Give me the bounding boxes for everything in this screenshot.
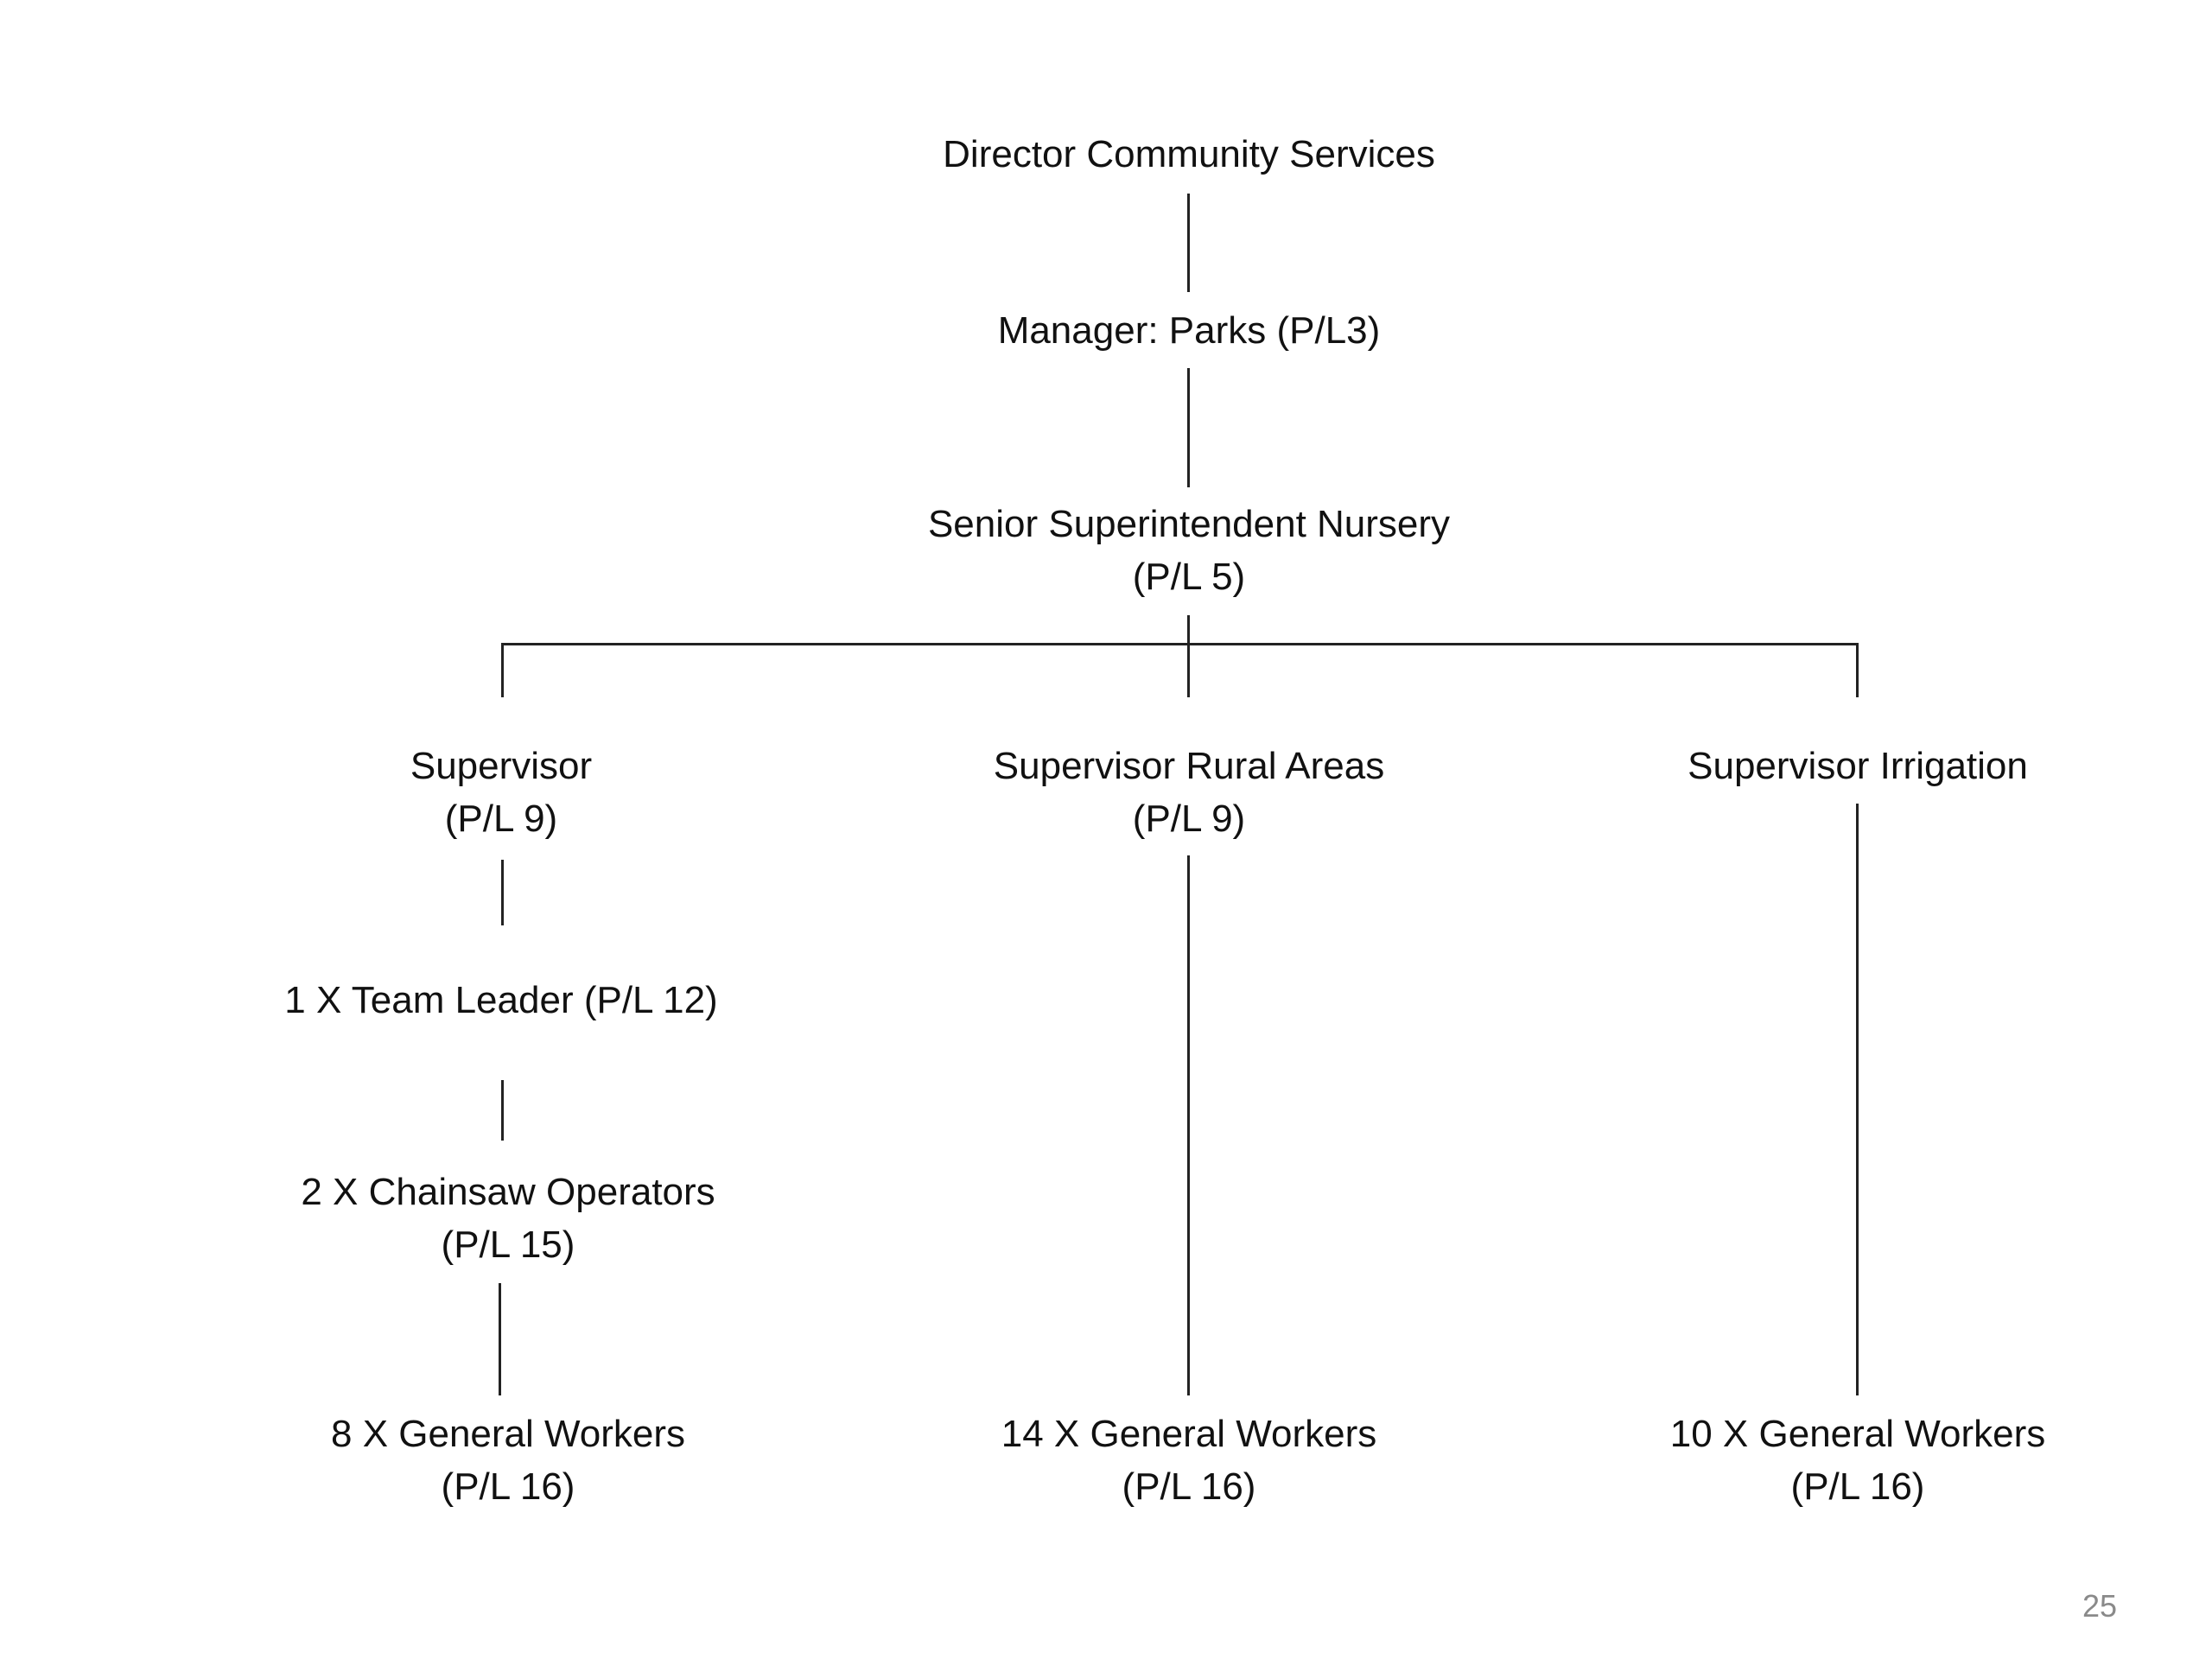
node-supervisor-level: (P/L 9) xyxy=(444,798,558,840)
node-senior-superintendent: Senior Superintendent Nursery (P/L 5) xyxy=(928,498,1450,603)
node-supervisor-rural-level: (P/L 9) xyxy=(1132,798,1246,840)
node-workers-center: 14 X General Workers (P/L 16) xyxy=(1001,1408,1376,1513)
node-supervisor-irrigation: Supervisor Irrigation xyxy=(1688,740,2028,792)
connector-director-manager xyxy=(1187,194,1190,292)
node-chainsaw-title: 2 X Chainsaw Operators xyxy=(301,1171,715,1213)
node-supervisor-title: Supervisor xyxy=(410,745,593,787)
node-manager-title: Manager: Parks (P/L3) xyxy=(997,309,1381,352)
node-workers-center-title: 14 X General Workers xyxy=(1001,1413,1377,1455)
node-workers-left-title: 8 X General Workers xyxy=(330,1413,686,1455)
node-workers-left-level: (P/L 16) xyxy=(441,1465,575,1508)
node-chainsaw-operators: 2 X Chainsaw Operators (P/L 15) xyxy=(301,1166,715,1271)
connector-rural-workers xyxy=(1187,855,1190,1395)
node-workers-left: 8 X General Workers (P/L 16) xyxy=(331,1408,685,1513)
node-team-leader-title: 1 X Team Leader (P/L 12) xyxy=(284,979,718,1021)
node-supervisor-irrigation-title: Supervisor Irrigation xyxy=(1688,745,2028,787)
connector-branch-horizontal xyxy=(501,643,1859,645)
node-director: Director Community Services xyxy=(943,128,1435,181)
node-workers-center-level: (P/L 16) xyxy=(1122,1465,1256,1508)
node-supervisor-rural-title: Supervisor Rural Areas xyxy=(993,745,1385,787)
connector-teamleader-chainsaw xyxy=(501,1080,504,1141)
node-workers-right-level: (P/L 16) xyxy=(1790,1465,1925,1508)
node-supervisor: Supervisor (P/L 9) xyxy=(410,740,592,845)
connector-chainsaw-workers xyxy=(499,1283,501,1395)
page-number: 25 xyxy=(2082,1588,2117,1624)
node-workers-right: 10 X General Workers (P/L 16) xyxy=(1670,1408,2045,1513)
node-chainsaw-level: (P/L 15) xyxy=(441,1224,575,1266)
node-manager: Manager: Parks (P/L3) xyxy=(998,304,1381,357)
node-director-title: Director Community Services xyxy=(943,133,1435,175)
node-senior-title: Senior Superintendent Nursery xyxy=(927,503,1451,545)
connector-supervisor-teamleader xyxy=(501,860,504,925)
connector-manager-senior xyxy=(1187,368,1190,487)
node-senior-level: (P/L 5) xyxy=(1132,556,1246,598)
node-team-leader: 1 X Team Leader (P/L 12) xyxy=(284,974,717,1027)
connector-irrigation-workers xyxy=(1856,804,1859,1395)
connector-senior-branch xyxy=(1187,615,1190,697)
connector-branch-left xyxy=(501,643,504,697)
node-workers-right-title: 10 X General Workers xyxy=(1669,1413,2046,1455)
node-supervisor-rural: Supervisor Rural Areas (P/L 9) xyxy=(994,740,1384,845)
connector-branch-right xyxy=(1856,643,1859,697)
